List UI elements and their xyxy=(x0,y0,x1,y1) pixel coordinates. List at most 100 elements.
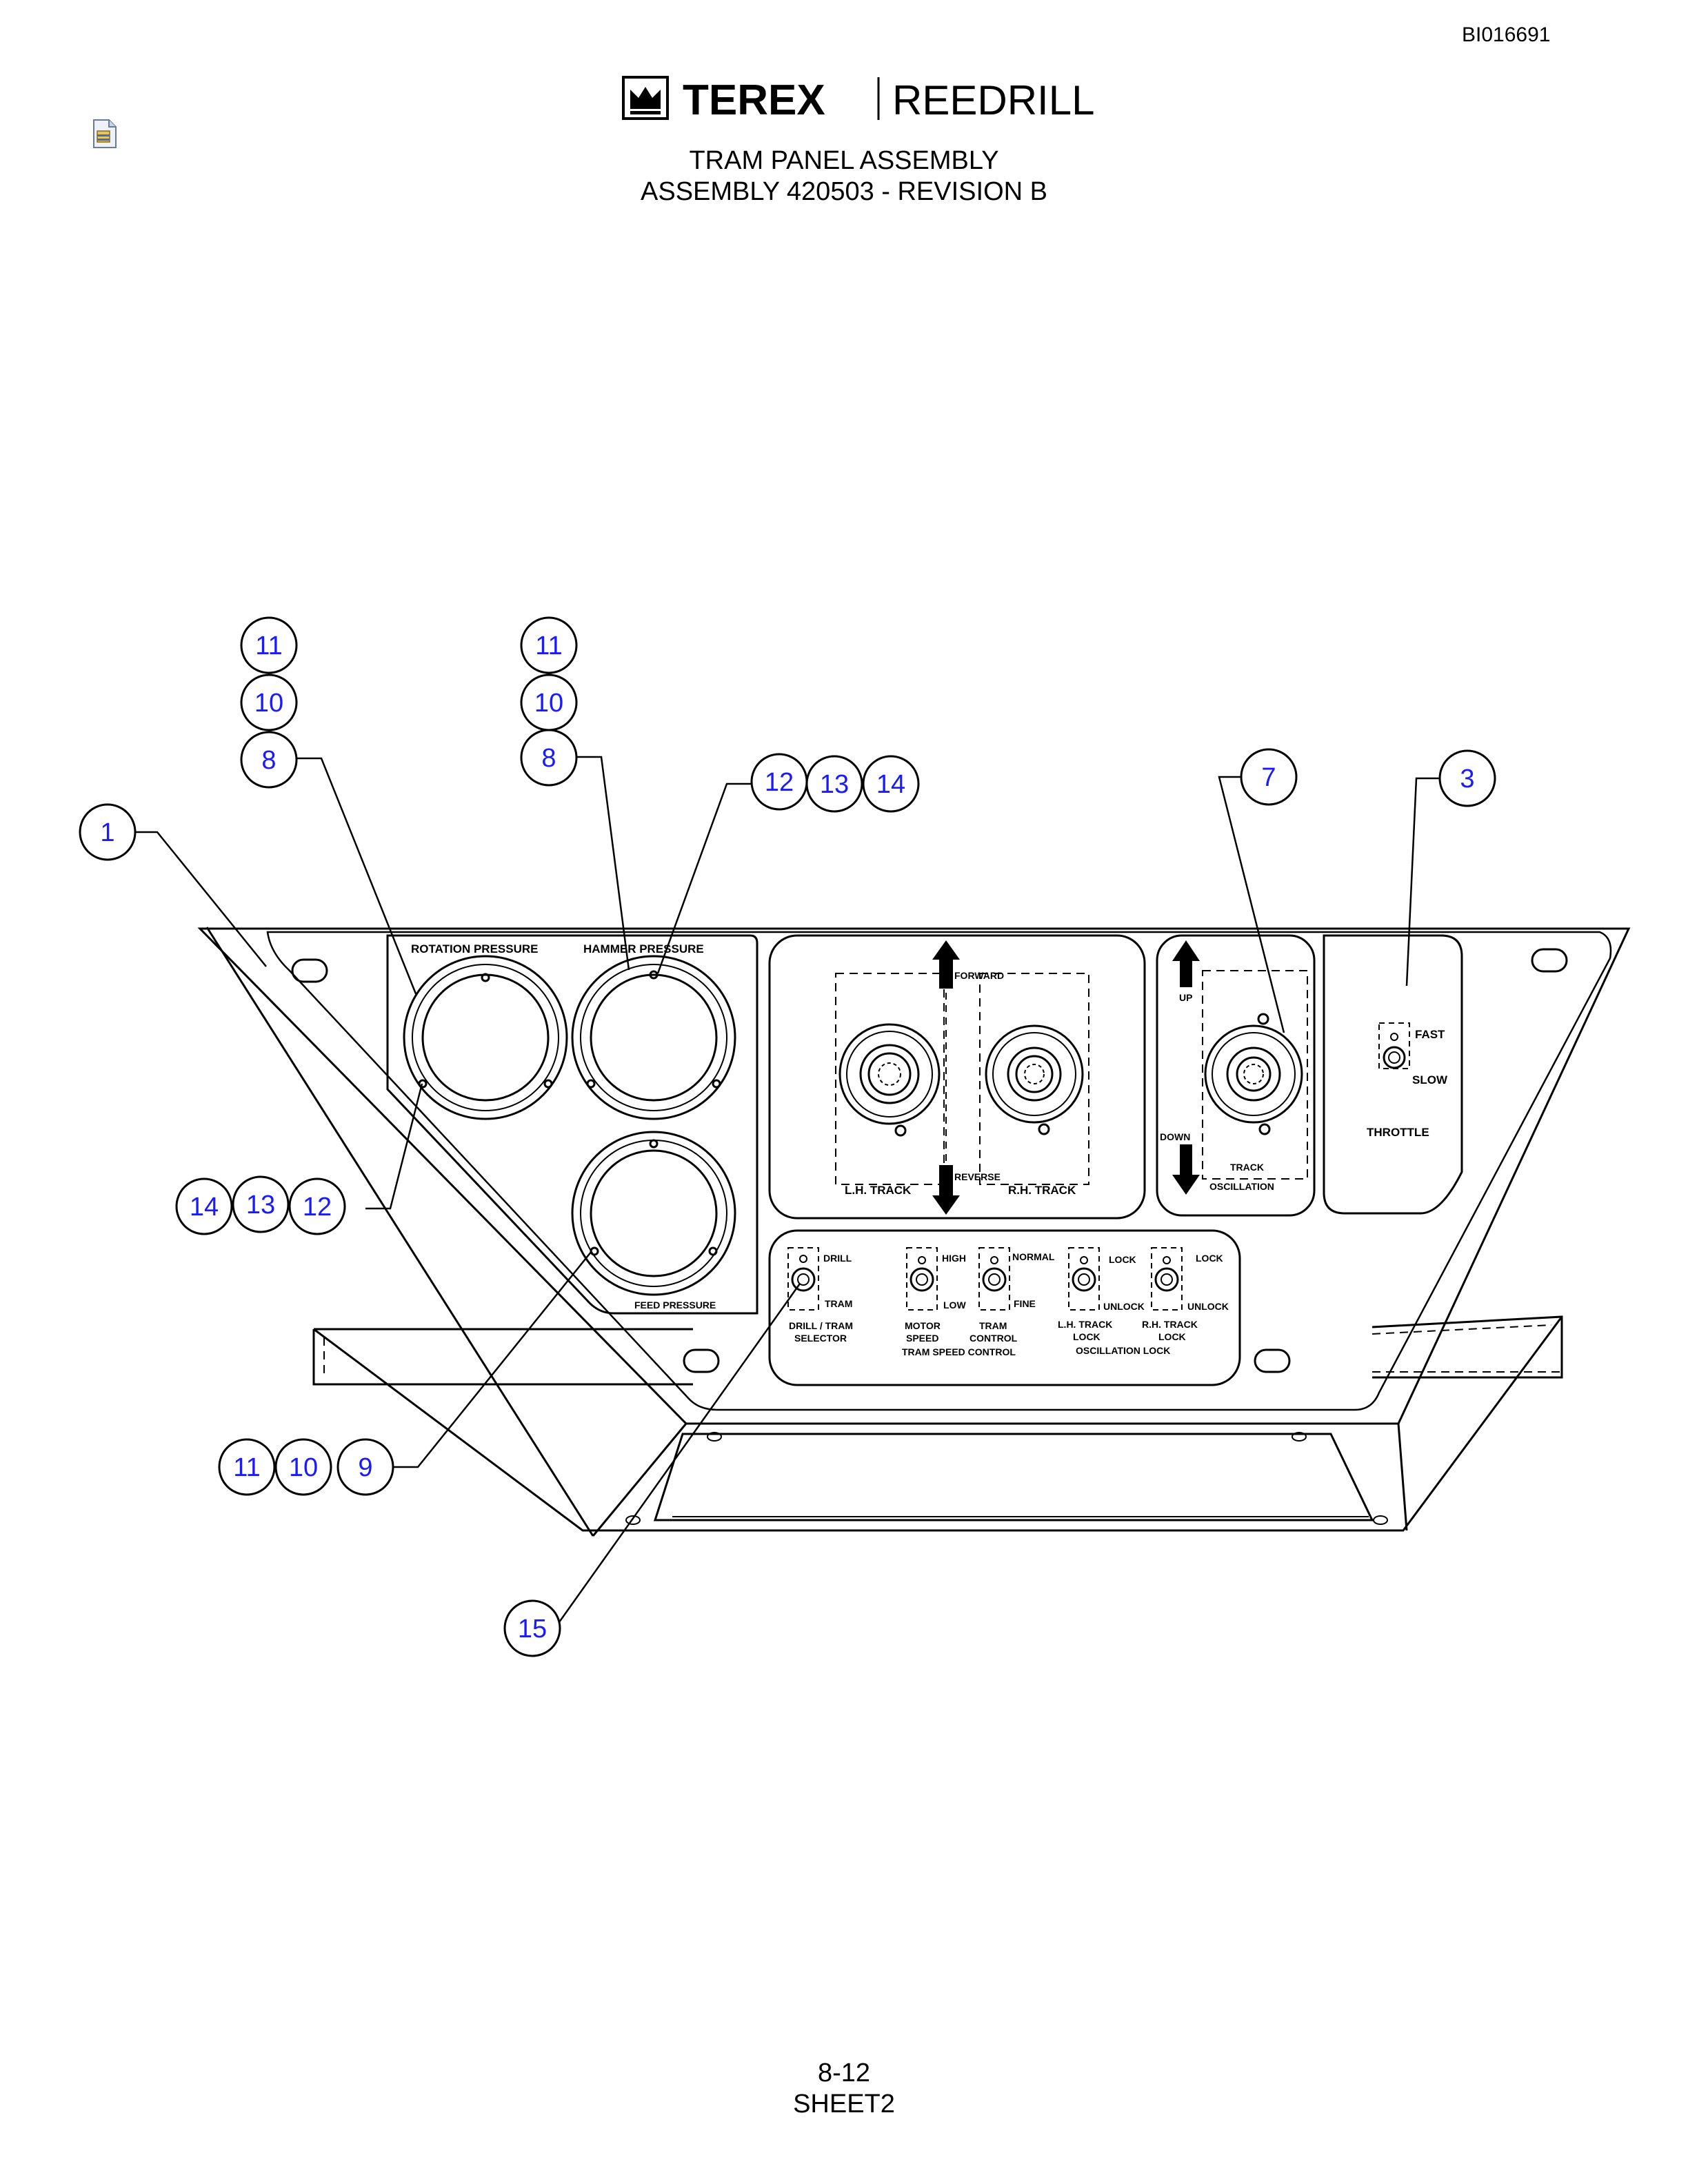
callout-1: 1 xyxy=(100,818,114,847)
forward-arrow-icon xyxy=(932,940,960,989)
callout-10: 10 xyxy=(254,689,283,718)
drill-tram-label: DRILL / TRAM xyxy=(789,1320,853,1331)
rh-track-lock-label-1: R.H. TRACK xyxy=(1142,1319,1198,1330)
mounting-hole xyxy=(625,1432,1388,1525)
panel-lower-opening xyxy=(653,1433,1374,1521)
motor-speed-switch xyxy=(910,1256,934,1292)
callout-13: 13 xyxy=(246,1191,275,1220)
lh-track-label: L.H. TRACK xyxy=(845,1184,912,1197)
up-label: UP xyxy=(1179,992,1192,1003)
leader-line xyxy=(297,757,418,996)
callout-8: 8 xyxy=(541,744,556,773)
lh-unlock-label: UNLOCK xyxy=(1103,1301,1145,1312)
lh-track-lock-switch xyxy=(1072,1256,1096,1292)
leader-line xyxy=(656,782,752,974)
callout-14: 14 xyxy=(876,770,905,799)
assembly-subtitle: ASSEMBLY 420503 - REVISION B xyxy=(641,177,1047,206)
tram-speed-control-label: TRAM SPEED CONTROL xyxy=(902,1346,1016,1357)
tram-label: TRAM xyxy=(825,1298,852,1309)
high-label: HIGH xyxy=(942,1253,966,1264)
mounting-slot xyxy=(291,948,1568,1373)
leader-line xyxy=(1218,776,1285,1033)
hammer-pressure-gauge xyxy=(571,955,736,1120)
down-arrow-icon xyxy=(1172,1144,1200,1195)
oscillation-lock-label: OSCILLATION LOCK xyxy=(1076,1345,1170,1356)
fast-label: FAST xyxy=(1415,1028,1445,1041)
callout-11: 11 xyxy=(255,631,282,660)
callout-9: 9 xyxy=(358,1453,372,1482)
fine-label: FINE xyxy=(1014,1298,1036,1309)
feed-pressure-label: FEED PRESSURE xyxy=(634,1300,716,1311)
hammer-pressure-label: HAMMER PRESSURE xyxy=(583,942,704,956)
oscillation-subpanel xyxy=(1156,934,1316,1217)
rotation-pressure-gauge xyxy=(403,955,568,1120)
down-label: DOWN xyxy=(1160,1131,1190,1142)
track-label: TRACK xyxy=(1230,1162,1264,1173)
callout-15: 15 xyxy=(518,1615,547,1644)
low-label: LOW xyxy=(943,1300,966,1311)
document-attachment-icon[interactable] xyxy=(91,119,119,149)
lh-lock-label: LOCK xyxy=(1109,1254,1136,1265)
mounting-bracket xyxy=(312,1315,1563,1386)
tram-subpanel xyxy=(768,934,1146,1220)
drill-tram-selector-switch xyxy=(791,1255,816,1292)
terex-crown-icon xyxy=(622,76,669,120)
callout-8: 8 xyxy=(261,746,276,775)
rh-lock-label: LOCK xyxy=(1196,1253,1223,1264)
oscillation-joystick xyxy=(1204,1013,1303,1135)
throttle-switch xyxy=(1383,1033,1406,1069)
callout-13: 13 xyxy=(820,770,849,799)
rh-track-lock-label-2: LOCK xyxy=(1158,1331,1186,1342)
callout-10: 10 xyxy=(289,1453,318,1482)
tram-control-label-1: TRAM xyxy=(979,1320,1007,1331)
callout-3: 3 xyxy=(1460,765,1474,793)
throttle-label: THROTTLE xyxy=(1367,1126,1429,1139)
motor-label: MOTOR xyxy=(905,1320,941,1331)
leader-line xyxy=(576,756,630,971)
feed-pressure-gauge xyxy=(571,1131,736,1296)
callout-11: 11 xyxy=(535,631,562,660)
callout-11: 11 xyxy=(233,1453,260,1482)
callout-7: 7 xyxy=(1261,763,1276,792)
selector-label: SELECTOR xyxy=(794,1333,847,1344)
lh-track-joystick xyxy=(838,1023,941,1137)
normal-label: NORMAL xyxy=(1012,1251,1055,1262)
brand-primary: TEREX xyxy=(683,77,825,124)
leader-line xyxy=(532,1283,801,1628)
tram-control-switch xyxy=(982,1256,1007,1292)
gauge-subpanel xyxy=(386,934,758,1315)
terex-reedrill-logo: TEREX REEDRILL xyxy=(622,74,1118,124)
rh-track-label: R.H. TRACK xyxy=(1008,1184,1076,1197)
reverse-label: REVERSE xyxy=(954,1171,1001,1182)
page-number: 8-12 xyxy=(817,2059,871,2087)
oscillation-label: OSCILLATION xyxy=(1209,1181,1274,1192)
callout-14: 14 xyxy=(190,1193,219,1222)
speed-label: SPEED xyxy=(906,1333,938,1344)
tram-control-label-2: CONTROL xyxy=(969,1333,1018,1344)
up-arrow-icon xyxy=(1172,940,1200,987)
leader-line xyxy=(1405,777,1440,987)
callout-12: 12 xyxy=(765,768,794,797)
leader-line xyxy=(135,831,267,967)
leader-line xyxy=(365,1083,423,1210)
panel-inner-border xyxy=(266,931,1612,1411)
switch-subpanel xyxy=(768,1229,1241,1386)
callout-12: 12 xyxy=(303,1193,332,1222)
document-id: BI016691 xyxy=(1462,23,1551,46)
rh-track-joystick xyxy=(985,1024,1084,1135)
slow-label: SLOW xyxy=(1412,1073,1448,1086)
sheet-label: SHEET2 xyxy=(793,2090,895,2119)
callout-10: 10 xyxy=(534,689,563,718)
brand-secondary: REEDRILL xyxy=(892,77,1094,123)
reverse-arrow-icon xyxy=(932,1165,960,1215)
rotation-pressure-label: ROTATION PRESSURE xyxy=(411,942,539,956)
assembly-title: TRAM PANEL ASSEMBLY xyxy=(689,146,999,175)
rh-unlock-label: UNLOCK xyxy=(1187,1301,1229,1312)
drill-label: DRILL xyxy=(823,1253,852,1264)
lh-track-lock-label-1: L.H. TRACK xyxy=(1058,1319,1112,1330)
lh-track-lock-label-2: LOCK xyxy=(1073,1331,1101,1342)
rh-track-lock-switch xyxy=(1154,1256,1179,1292)
throttle-subpanel xyxy=(1323,934,1463,1215)
forward-label: FORWARD xyxy=(954,970,1004,981)
